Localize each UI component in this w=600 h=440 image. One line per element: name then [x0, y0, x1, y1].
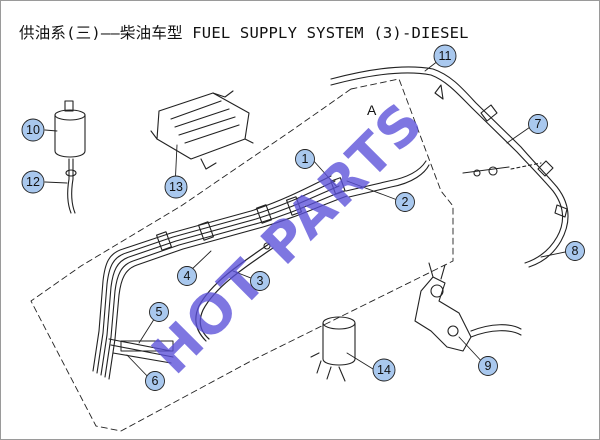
- callout-7-label: 7: [535, 117, 542, 131]
- fuel-filter-10: [54, 100, 86, 214]
- fuel-filter-14: [310, 316, 356, 382]
- callout-9-label: 9: [485, 359, 492, 373]
- callout-13: 13: [164, 175, 188, 199]
- callout-9: 9: [478, 356, 498, 376]
- callout-8: 8: [565, 241, 585, 261]
- diagram-title: 供油系(三)——柴油车型 FUEL SUPPLY SYSTEM (3)-DIES…: [19, 24, 469, 42]
- callout-8-label: 8: [572, 244, 579, 258]
- callout-10: 10: [21, 118, 45, 142]
- callout-13-label: 13: [169, 180, 183, 194]
- return-pipe: [330, 66, 569, 268]
- callout-3-label: 3: [257, 274, 264, 288]
- callout-1-label: 1: [302, 152, 309, 166]
- callout-11: 11: [433, 44, 457, 68]
- callout-12: 12: [21, 170, 45, 194]
- callout-5-label: 5: [156, 305, 163, 319]
- callouts: 1 2 3 4 5 6 7: [21, 44, 585, 391]
- callout-7: 7: [528, 114, 548, 134]
- hose-3: [195, 243, 270, 342]
- callout-14: 14: [372, 358, 396, 382]
- callout-2-label: 2: [402, 195, 409, 209]
- callout-12-label: 12: [26, 175, 40, 189]
- bundle-clips: [156, 177, 346, 251]
- detail-region-label: A: [367, 102, 377, 118]
- callout-5: 5: [149, 302, 169, 322]
- watermark-text: HOT PARTS: [140, 90, 436, 386]
- callout-4-label: 4: [184, 269, 191, 283]
- callout-6-label: 6: [152, 374, 159, 388]
- injection-pump-9: [414, 262, 522, 352]
- callout-6: 6: [145, 371, 165, 391]
- callout-3: 3: [250, 271, 270, 291]
- detail-region-a-outline: [30, 78, 454, 432]
- callout-10-label: 10: [26, 123, 40, 137]
- callout-1: 1: [295, 149, 315, 169]
- fuel-line-bundle: [92, 160, 430, 380]
- callout-14-label: 14: [377, 363, 391, 377]
- callout-4: 4: [177, 266, 197, 286]
- callout-11-label: 11: [439, 49, 452, 63]
- callout-2: 2: [395, 192, 415, 212]
- fuel-tank-unit: [150, 90, 254, 170]
